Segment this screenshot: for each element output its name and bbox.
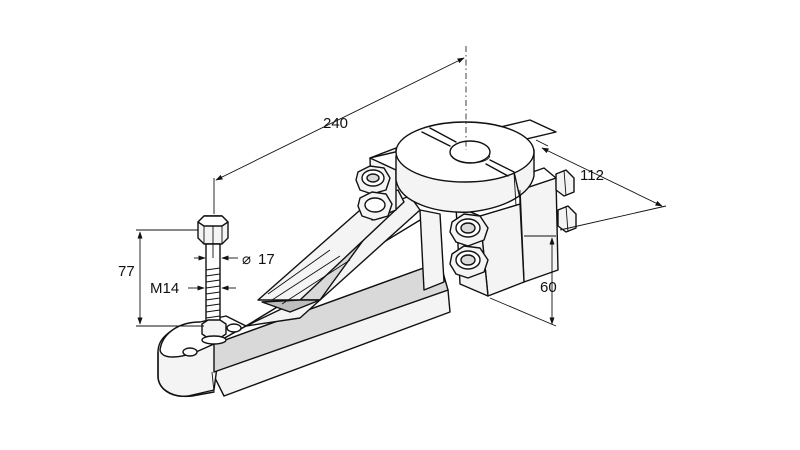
nut-front-upper <box>449 213 489 247</box>
nut-back-upper <box>355 165 391 195</box>
anchor-bolt <box>197 215 229 345</box>
dim-diameter-symbol: ⌀ <box>242 251 251 268</box>
dim-height-label: 60 <box>540 279 557 296</box>
dimension-lines <box>136 46 667 327</box>
nut-back-lower <box>357 191 393 221</box>
nut-right-upper <box>555 169 575 197</box>
dim-diameter-label: 17 <box>258 251 275 268</box>
dim-width-label: 112 <box>580 167 604 184</box>
nut-right-lower <box>557 205 577 233</box>
nut-front-lower <box>449 245 489 279</box>
dim-thread-label: M14 <box>150 280 179 297</box>
dim-length-label: 240 <box>323 115 348 132</box>
dim-bolt-height-label: 77 <box>118 263 135 280</box>
